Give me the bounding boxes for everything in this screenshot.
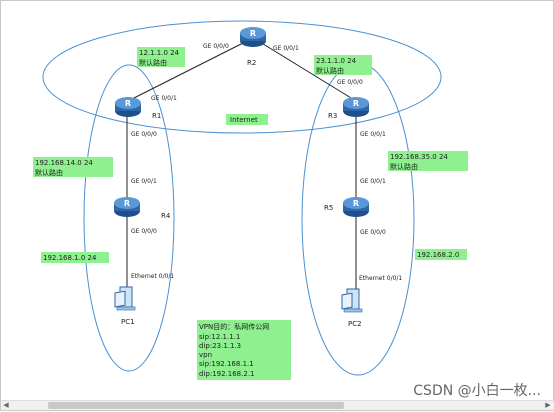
router-icon [115,97,141,117]
vpn-note-bg [197,320,291,380]
label-bg [41,252,109,263]
internet-label: Internet [230,116,258,124]
router-r4[interactable] [114,197,140,217]
port-label: GE 0/0/0 [131,131,157,138]
label-bg [226,114,268,125]
pc-pc2[interactable] [341,288,363,313]
lan-label-right: 192.168.2.0 [417,251,459,259]
vpn-note-line: sip:192.168.1.1 [199,360,254,368]
router-r3[interactable] [343,97,369,117]
device-name-r3: R3 [328,112,337,120]
device-name-pc2: PC2 [348,320,362,328]
router-icon [240,27,266,47]
router-icon [114,197,140,217]
device-name-r1: R1 [152,112,161,120]
label-bg [415,249,467,260]
port-label: GE 0/0/1 [360,131,386,138]
device-name-pc1: PC1 [121,318,135,326]
device-name-r2: R2 [247,59,256,67]
link-r2-r3 [254,38,357,102]
vpn-note-line: vpn [199,351,212,359]
scroll-left-icon[interactable]: ◀ [3,401,9,409]
vpn-note-line: dip:23.1.1.3 [199,342,241,350]
label-bg [33,157,113,177]
port-label: Ethernet 0/0/1 [359,275,402,282]
scrollbar-thumb[interactable] [48,402,344,409]
port-label: GE 0/0/1 [360,178,386,185]
network-label-r3: 23.1.1.0 24 [316,57,357,65]
left-site-ellipse [83,64,175,372]
port-label: GE 0/0/1 [131,178,157,185]
router-icon [343,197,369,217]
port-label: GE 0/0/1 [151,95,177,102]
vpn-note-line: VPN目的：私网传公网 [199,322,269,331]
route-label-r5: 默认路由 [390,162,418,171]
lan-label-left: 192.168.1.0 24 [43,254,97,262]
router-r2[interactable] [240,27,266,47]
pc-icon [341,288,363,313]
network-label-r1: 12.1.1.0 24 [139,49,180,57]
label-bg [388,151,468,171]
port-label: GE 0/0/0 [360,229,386,236]
route-label-r1: 默认路由 [139,58,167,67]
port-label: GE 0/0/1 [273,45,299,52]
port-label: GE 0/0/0 [203,43,229,50]
vpn-note-line: dip:192.168.2.1 [199,370,255,378]
watermark: CSDN @小白一枚... [413,383,541,399]
route-label-r3: 默认路由 [316,66,344,75]
pc-icon [114,286,136,311]
label-bg [137,47,185,67]
port-label: Ethernet 0/0/1 [131,273,174,280]
port-label: GE 0/0/0 [337,79,363,86]
router-r1[interactable] [115,97,141,117]
device-name-r5: R5 [324,204,333,212]
route-label-r4: 默认路由 [35,168,63,177]
router-icon [343,97,369,117]
port-label: GE 0/0/0 [131,228,157,235]
network-label-r4: 192.168.14.0 24 [35,159,93,167]
router-r5[interactable] [343,197,369,217]
vpn-note-line: sip:12.1.1.1 [199,333,240,341]
label-bg [314,55,372,75]
device-name-r4: R4 [161,212,171,220]
scroll-right-icon[interactable]: ▶ [545,401,551,409]
link-r2-r1 [127,38,252,102]
internet-ellipse [42,20,442,134]
pc-pc1[interactable] [114,286,136,311]
network-label-r5: 192.168.35.0 24 [390,153,448,161]
